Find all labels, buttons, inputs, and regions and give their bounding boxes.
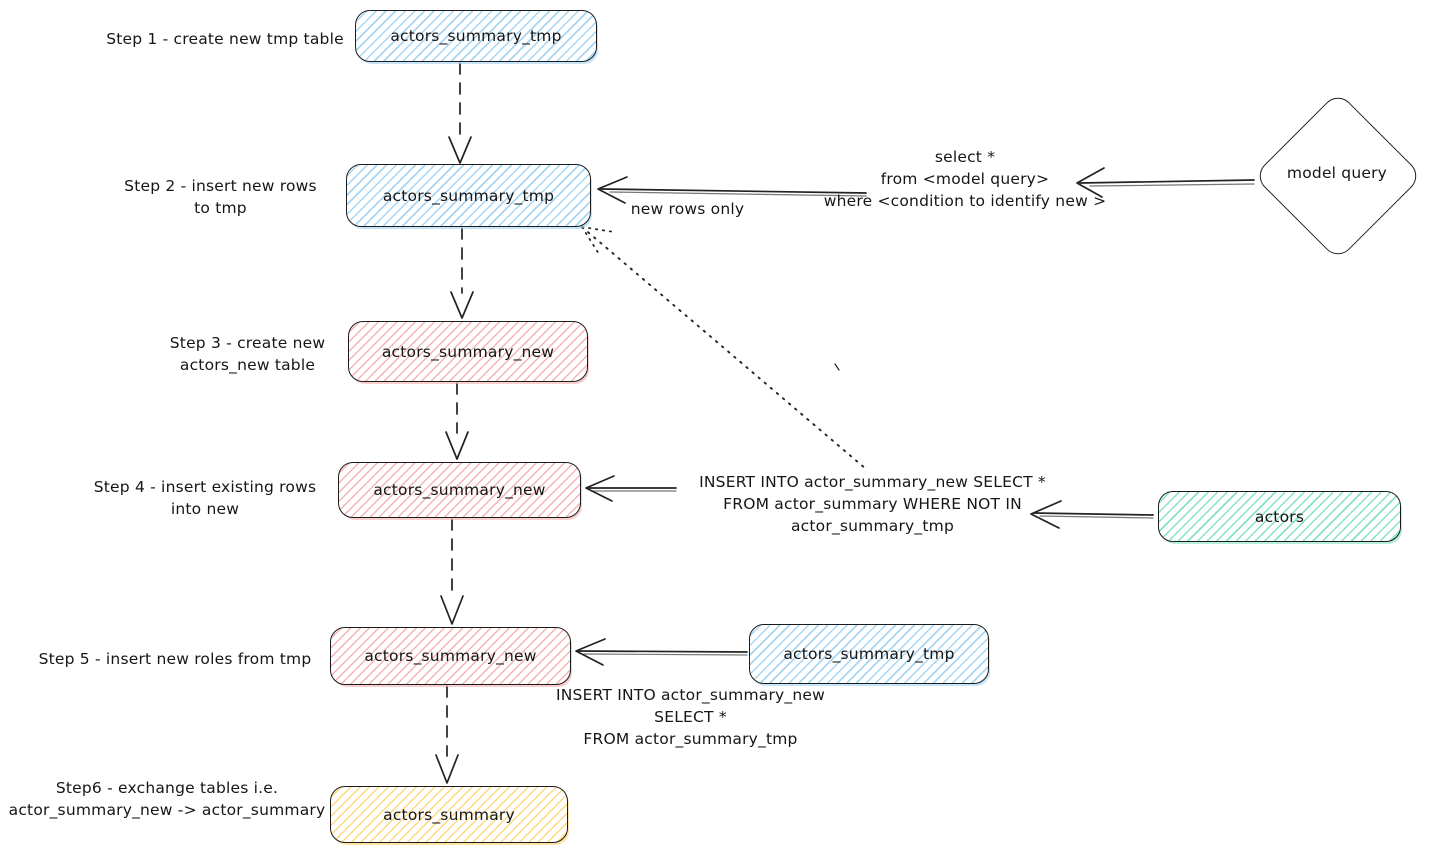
step-label-line: Step6 - exchange tables i.e.: [55, 779, 279, 797]
step-label-line: Step 4 - insert existing rows: [93, 478, 317, 496]
note-line: INSERT INTO actor_summary_new: [555, 686, 826, 704]
note-line: new rows only: [630, 200, 745, 218]
arrow-step3-to-step4: [445, 382, 469, 460]
new-rows-only-label: new rows only: [625, 198, 750, 220]
node-step5-source-actors-summary-tmp: actors_summary_tmp: [749, 624, 989, 684]
node-actors: actors: [1158, 491, 1401, 542]
step-label-line: Step 2 - insert new rows: [124, 177, 317, 195]
arrow-tmp-to-step5: [575, 638, 748, 666]
node-label: actors_summary_tmp: [783, 645, 955, 663]
node-step3-actors-summary-new: actors_summary_new: [348, 321, 588, 382]
step-label-line: to tmp: [194, 199, 247, 217]
step2-label: Step 2 - insert new rows to tmp: [108, 175, 333, 219]
step5-label: Step 5 - insert new roles from tmp: [30, 648, 320, 670]
arrow-step4-to-step5: [440, 518, 464, 625]
arrow-step1-to-step2: [448, 62, 472, 164]
note-line: SELECT *: [654, 708, 727, 726]
insert-from-tmp-note: INSERT INTO actor_summary_new SELECT * F…: [538, 684, 843, 750]
step1-label: Step 1 - create new tmp table: [95, 28, 355, 50]
step6-label: Step6 - exchange tables i.e. actor_summa…: [8, 777, 326, 821]
node-label: actors_summary_new: [373, 481, 546, 499]
node-label: actors_summary_new: [364, 647, 537, 665]
node-label: actors: [1254, 507, 1305, 526]
note-line: from <model query>: [880, 170, 1050, 188]
node-label: actors_summary: [383, 805, 515, 824]
stray-mark: [834, 363, 840, 371]
note-line: where <condition to identify new >: [823, 192, 1107, 210]
node-step4-actors-summary-new: actors_summary_new: [338, 462, 581, 518]
note-line: FROM actor_summary WHERE NOT IN: [723, 495, 1022, 513]
node-label: actors_summary_tmp: [390, 27, 562, 45]
step-label-line: Step 5 - insert new roles from tmp: [38, 650, 312, 668]
node-label: actors_summary_new: [381, 342, 555, 361]
insert-not-in-note: INSERT INTO actor_summary_new SELECT * F…: [680, 471, 1065, 537]
node-step2-actors-summary-tmp: actors_summary_tmp: [346, 164, 591, 227]
step4-label: Step 4 - insert existing rows into new: [85, 476, 325, 520]
node-step6-actors-summary: actors_summary: [330, 786, 568, 843]
arrow-step5-to-step6: [435, 685, 459, 784]
node-step1-actors-summary-tmp: actors_summary_tmp: [355, 10, 597, 62]
arrow-insertnotin-to-step4: [585, 475, 677, 502]
dotted-link-insertnotin-to-tmp: [581, 226, 867, 470]
note-line: FROM actor_summary_tmp: [583, 730, 798, 748]
node-label: actors_summary_tmp: [382, 186, 555, 205]
step-label-line: actor_summary_new -> actor_summary: [8, 801, 326, 819]
arrow-step2-to-step3: [450, 227, 474, 319]
step-label-line: into new: [170, 500, 240, 518]
note-line: INSERT INTO actor_summary_new SELECT *: [699, 473, 1046, 491]
select-query-note: select * from <model query> where <condi…: [790, 146, 1140, 212]
step-label-line: Step 1 - create new tmp table: [106, 30, 344, 48]
step-label-line: Step 3 - create new: [169, 334, 326, 352]
model-query-label: model query: [1286, 164, 1388, 182]
note-line: select *: [934, 148, 996, 166]
step-label-line: actors_new table: [179, 356, 316, 374]
node-step5-actors-summary-new: actors_summary_new: [330, 627, 571, 685]
step3-label: Step 3 - create new actors_new table: [130, 332, 365, 376]
note-line: actor_summary_tmp: [790, 517, 954, 535]
